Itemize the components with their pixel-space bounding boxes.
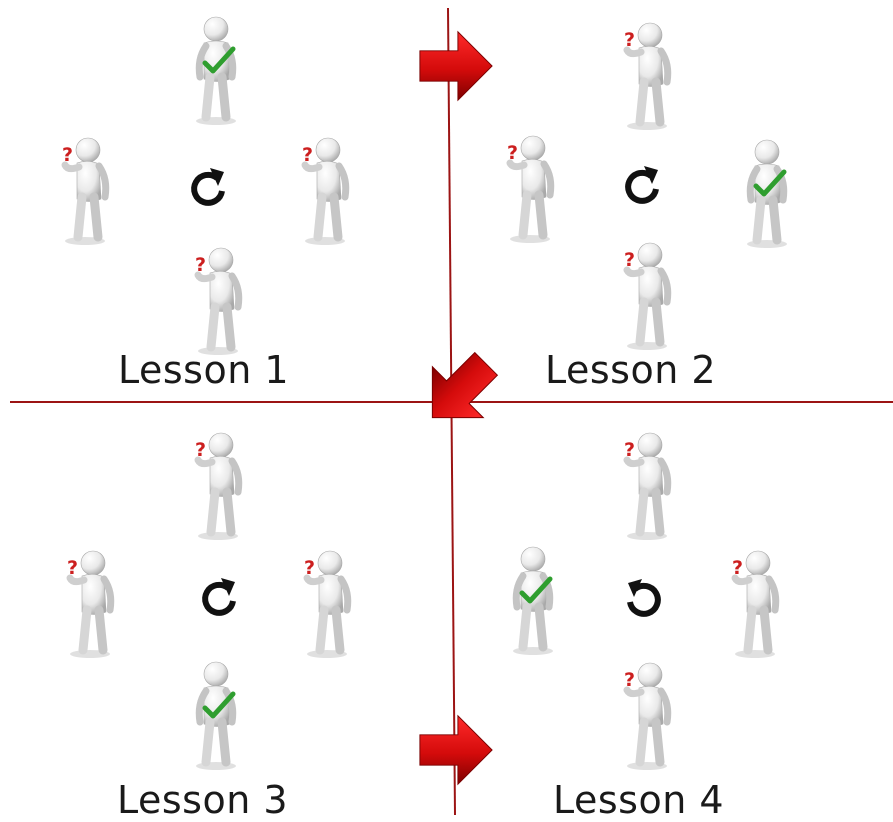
person-checked-icon (747, 140, 787, 248)
lesson-4-group (513, 433, 776, 770)
person-checked-icon (196, 17, 236, 125)
rotate-clockwise-icon (205, 578, 235, 613)
lesson-2-group (507, 23, 787, 350)
rotate-clockwise-icon (628, 166, 658, 201)
person-question-icon (732, 551, 776, 658)
lesson-3-group (67, 433, 348, 770)
person-question-icon (302, 138, 346, 245)
lesson-4-label: Lesson 4 (553, 778, 725, 822)
flow-arrow-right-bottom (419, 715, 493, 785)
person-question-icon (624, 663, 668, 770)
lesson-1-label: Lesson 1 (118, 348, 290, 392)
person-question-icon (67, 551, 111, 658)
person-question-icon (195, 248, 239, 355)
person-question-icon (624, 433, 668, 540)
rotate-clockwise-icon (194, 168, 224, 203)
person-question-icon (62, 138, 106, 245)
flow-arrow-right-top (419, 31, 493, 101)
flow-arrow-diagonal (406, 337, 513, 444)
person-checked-icon (513, 547, 553, 655)
person-question-icon (624, 243, 668, 350)
lesson-3-label: Lesson 3 (117, 778, 289, 822)
rotate-counterclockwise-icon (628, 579, 658, 614)
lesson-1-group (62, 17, 346, 355)
lesson-2-label: Lesson 2 (545, 348, 717, 392)
person-question-icon (624, 23, 668, 130)
person-question-icon (304, 551, 348, 658)
person-question-icon (507, 136, 551, 243)
person-question-icon (195, 433, 239, 540)
person-checked-icon (196, 662, 236, 770)
